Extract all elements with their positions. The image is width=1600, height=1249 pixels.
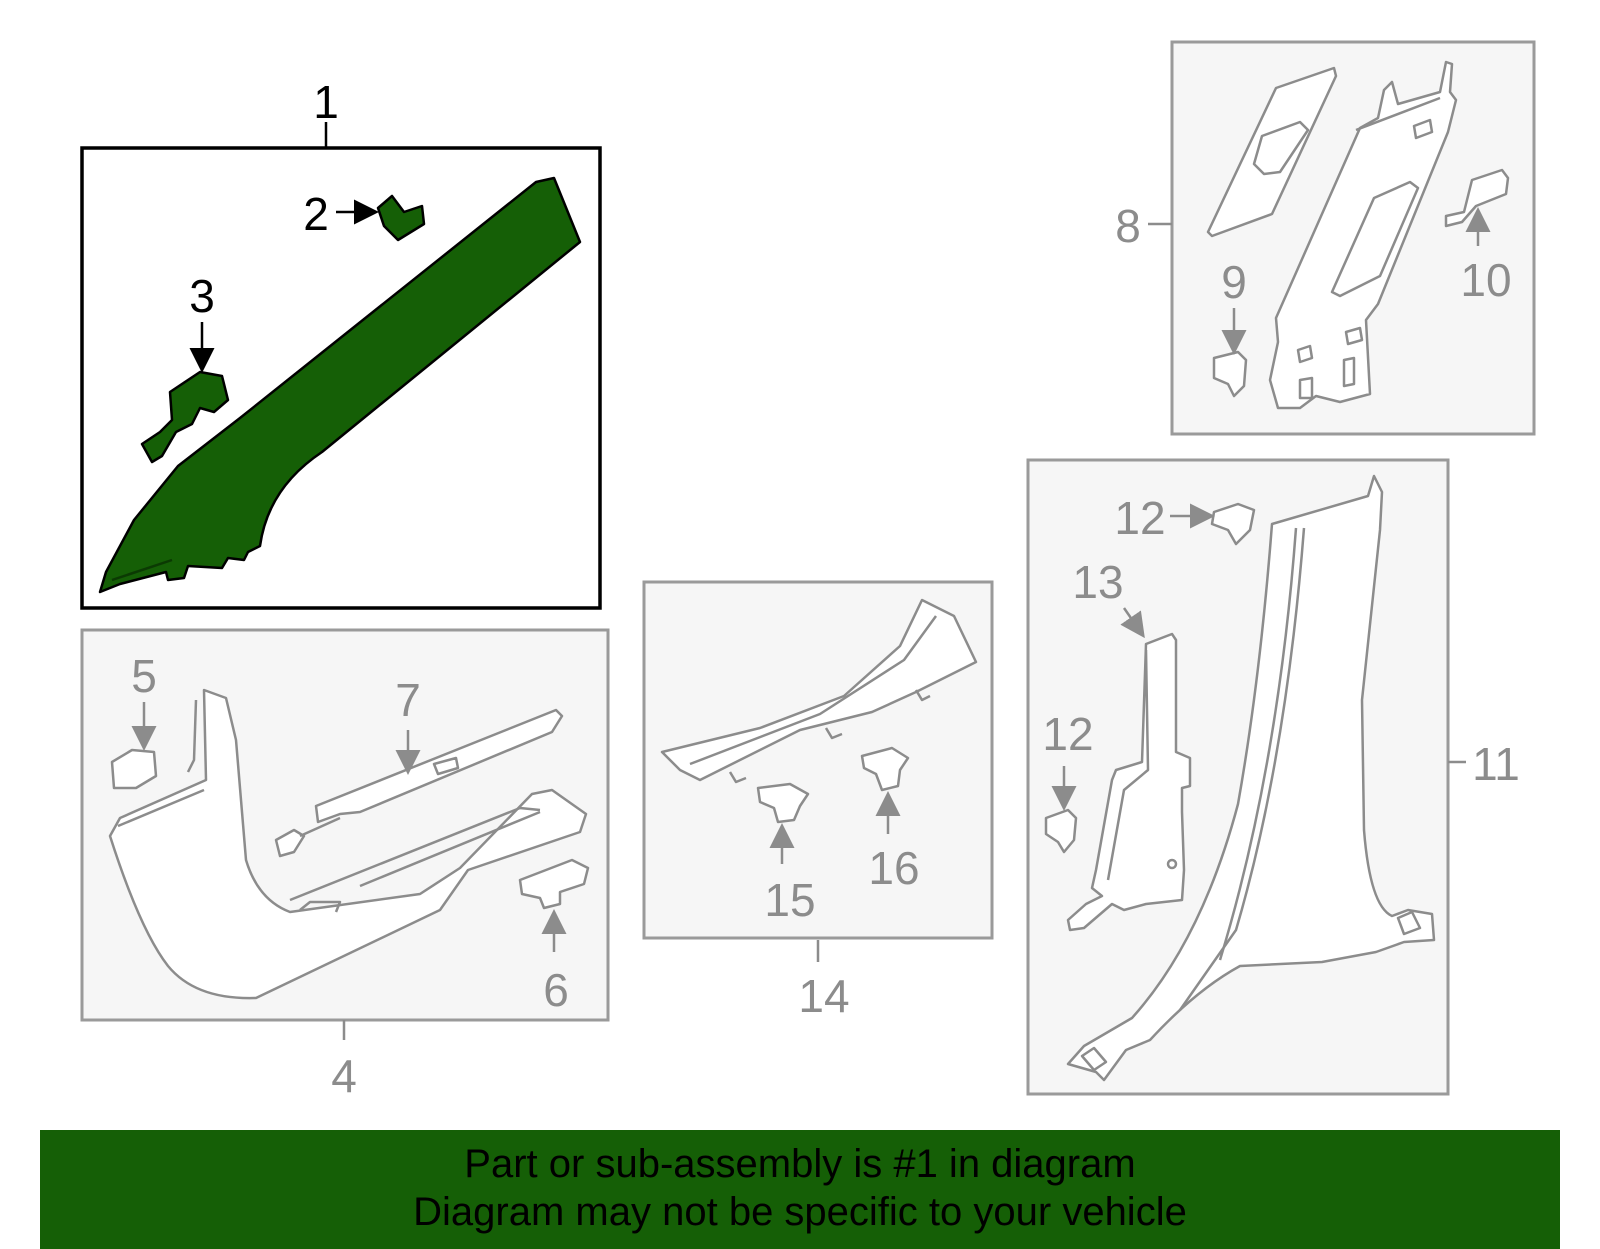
callout-13[interactable]: 13: [1072, 556, 1123, 608]
callout-11[interactable]: 11: [1472, 738, 1520, 790]
group-4-rocker-trim[interactable]: 4 5 7 6: [80, 628, 610, 1102]
part-4-sill-trim[interactable]: [108, 688, 588, 1000]
callout-10[interactable]: 10: [1460, 254, 1511, 306]
part-14-kick-panel[interactable]: [660, 598, 978, 782]
group-11-frame: [1026, 458, 1450, 1096]
part-7-sill-strip[interactable]: [314, 708, 564, 824]
notice-banner: Part or sub-assembly is #1 in diagram Di…: [40, 1130, 1560, 1249]
part-13-trim-panel[interactable]: [1066, 632, 1192, 932]
part-8-pillar-trim[interactable]: [1268, 60, 1458, 410]
group-11-center-pillar-lower[interactable]: 11 13 12 12: [1026, 458, 1520, 1096]
callout-12[interactable]: 12: [1114, 492, 1165, 544]
callout-2[interactable]: 2: [303, 188, 329, 240]
callout-1[interactable]: 1: [313, 76, 339, 128]
notice-line-1: Part or sub-assembly is #1 in diagram: [464, 1142, 1136, 1186]
part-8-window-molding[interactable]: [1206, 66, 1338, 238]
callout-9[interactable]: 9: [1221, 256, 1247, 308]
callout-4[interactable]: 4: [331, 1050, 357, 1102]
callout-16[interactable]: 16: [868, 842, 919, 894]
group-1-windshield-pillar-molding[interactable]: 1 2 3: [80, 76, 602, 610]
notice-line-2: Diagram may not be specific to your vehi…: [413, 1190, 1187, 1234]
callout-12-b[interactable]: 12: [1042, 708, 1093, 760]
part-11-pillar-trim[interactable]: [1066, 474, 1436, 1082]
group-14-kick-panel[interactable]: 14 15 16: [642, 580, 994, 1022]
part-6-clip[interactable]: [518, 858, 590, 910]
part-2-clip[interactable]: [376, 194, 426, 242]
callout-6[interactable]: 6: [543, 964, 569, 1016]
callout-3[interactable]: 3: [189, 270, 215, 322]
callout-7[interactable]: 7: [395, 674, 421, 726]
callout-14[interactable]: 14: [798, 970, 849, 1022]
callout-15[interactable]: 15: [764, 874, 815, 926]
part-16-clip[interactable]: [860, 746, 910, 792]
callout-5[interactable]: 5: [131, 650, 157, 702]
part-15-clip[interactable]: [756, 782, 810, 824]
callout-8[interactable]: 8: [1115, 200, 1141, 252]
part-3-bracket[interactable]: [140, 370, 230, 464]
group-8-center-pillar-upper[interactable]: 8 9 10: [1115, 40, 1536, 436]
part-1-pillar-molding[interactable]: [98, 176, 582, 594]
part-12-clip-lower[interactable]: [1044, 808, 1078, 854]
